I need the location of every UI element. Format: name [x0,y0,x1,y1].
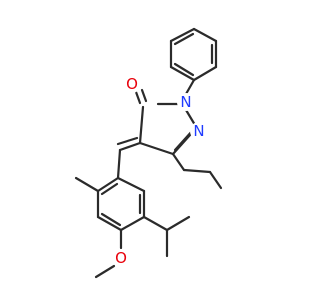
atom-nitrogen-2: N [190,122,208,140]
bond-layer [74,27,223,279]
bond [138,105,145,145]
bond [116,148,122,180]
atom-layer: O N N O [112,75,208,267]
bond [171,133,192,156]
bond [119,215,146,232]
bond [171,152,186,172]
atom-label-o2: O [115,249,127,267]
atom-oxygen-carbonyl: O [123,75,141,93]
bond [173,32,195,46]
bond [208,170,223,190]
bond [192,27,218,43]
bond [184,108,197,127]
bond [140,88,148,103]
bond [118,141,142,152]
bond [173,128,195,152]
bond [116,176,146,193]
bond [142,215,169,232]
bond [169,27,196,43]
atom-oxygen-methoxy: O [112,249,130,267]
bond [74,176,100,193]
atom-nitrogen-1: N [177,93,195,111]
bond [100,212,122,227]
atom-label-n1: N [180,93,191,111]
molecule-diagram: O N N O [74,27,223,279]
bond [134,90,142,105]
bond [100,182,119,196]
bond [173,62,195,77]
bond [184,78,196,96]
bond [96,176,120,193]
atom-label-o1: O [126,75,138,93]
bond [94,264,116,279]
molecule-canvas: O N N O [74,27,223,279]
bond [165,215,191,232]
atom-label-n2: N [193,122,204,140]
bond [192,65,218,82]
bond [96,215,123,232]
bond [138,141,175,156]
bond [182,168,212,174]
bond [169,65,196,82]
bond [116,136,139,146]
